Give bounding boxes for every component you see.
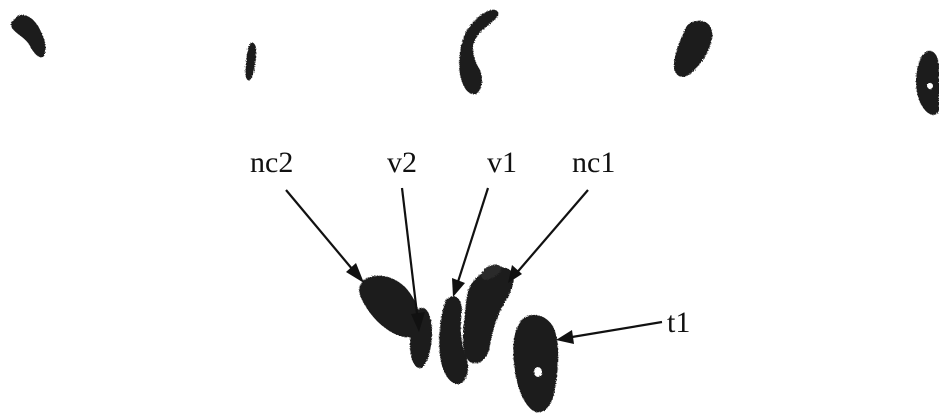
spot-nc1 <box>463 267 514 363</box>
label-v2: v2 <box>387 146 417 179</box>
arrow-nc1 <box>508 190 588 283</box>
spot-t1-hole <box>534 367 542 377</box>
top-spot-5-hole <box>927 83 933 89</box>
top-spot-5 <box>916 51 939 115</box>
label-nc1: nc1 <box>572 146 615 179</box>
top-spot-3 <box>459 10 498 94</box>
top-spot-1 <box>11 15 46 57</box>
label-nc2: nc2 <box>250 146 293 179</box>
top-spot-4 <box>674 21 712 77</box>
label-v1: v1 <box>487 146 517 179</box>
arrow-t1 <box>556 322 662 344</box>
label-t1: t1 <box>667 306 690 339</box>
top-spot-2 <box>245 43 256 81</box>
top-row-spots <box>11 10 939 115</box>
arrow-nc2 <box>286 190 364 283</box>
spot-t1 <box>513 315 558 412</box>
spot-nc2 <box>359 276 420 338</box>
